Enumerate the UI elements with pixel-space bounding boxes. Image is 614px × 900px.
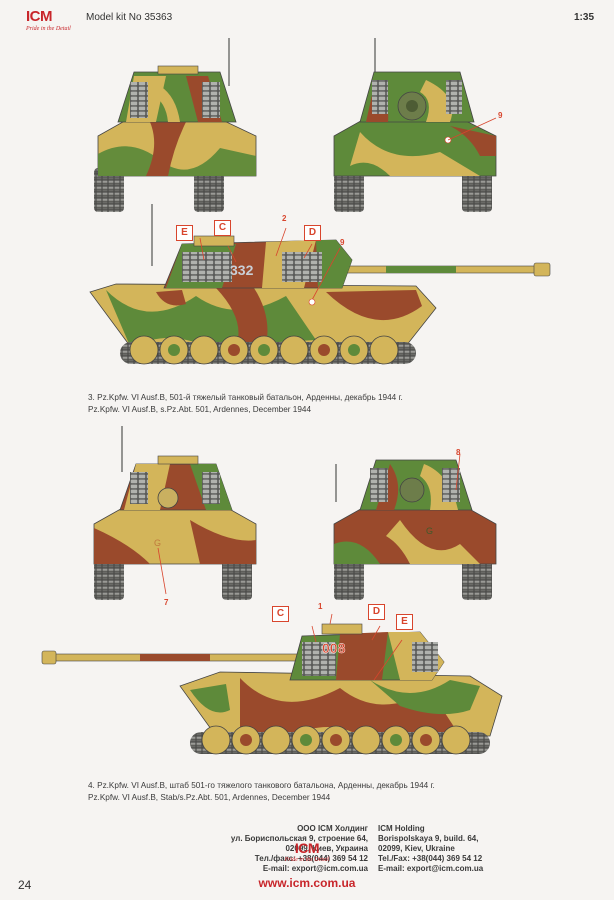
footer-en-line: 02099, Kiev, Ukraine	[378, 844, 455, 853]
kit-number: Model kit No 35363	[86, 12, 173, 23]
callout-8: 8	[456, 448, 461, 457]
website-link[interactable]: www.icm.com.ua	[258, 876, 356, 890]
scheme4-front-view: G	[93, 426, 257, 600]
scheme3-caption-en: Pz.Kpfw. VI Ausf.B, s.Pz.Abt. 501, Arden…	[88, 405, 312, 414]
footer-ru-line: Тел./факс: +38(044) 369 54 12	[254, 854, 368, 863]
marking-label-c: C	[214, 220, 231, 236]
footer-en-line: Tel./Fax: +38(044) 369 54 12	[378, 854, 483, 863]
footer-en-line: ICM Holding	[378, 824, 425, 833]
scale-label: 1:35	[573, 12, 594, 23]
turret-number-332: 332	[230, 262, 254, 278]
callout-7: 7	[164, 598, 169, 607]
marking-label-c-4: C	[272, 606, 289, 622]
footer-icm-logo: ICM Pride in the Detail	[282, 840, 332, 863]
marking-label-e: E	[176, 225, 193, 241]
footer-address-ru: ООО ICM Холдинг ул. Бориспольская 9, стр…	[170, 824, 368, 874]
footer-ru-line: ООО ICM Холдинг	[297, 824, 368, 833]
callout-9-rear: 9	[498, 111, 503, 120]
footer-en-email[interactable]: E-mail: export@icm.com.ua	[378, 864, 484, 873]
page-number: 24	[18, 878, 32, 892]
callout-2: 2	[282, 214, 287, 223]
icm-logo: ICM Pride in the Detail	[26, 8, 76, 38]
footer-ru-line: ул. Бориспольская 9, строение 64,	[230, 834, 368, 843]
marking-label-d: D	[304, 225, 321, 241]
marking-g-rear: G	[426, 526, 433, 536]
marking-g-front: G	[154, 538, 161, 548]
scheme3-caption-ru: 3. Pz.Kpfw. VI Ausf.B, 501-й тяжелый тан…	[88, 393, 403, 402]
scheme3-front-view	[94, 38, 257, 212]
marking-label-d-4: D	[368, 604, 385, 620]
scheme4-caption-ru: 4. Pz.Kpfw. VI Ausf.B, штаб 501-го тяжел…	[88, 781, 435, 790]
callout-9-side: 9	[340, 238, 345, 247]
footer-logo-tagline: Pride in the Detail	[284, 857, 330, 863]
footer-logo-text: ICM	[294, 840, 320, 856]
logo-tagline: Pride in the Detail	[26, 26, 71, 32]
marking-label-e-4: E	[396, 614, 413, 630]
footer-ru-line: 02099, Киев, Украина	[285, 844, 368, 853]
scheme4-rear-view: G	[333, 453, 497, 600]
footer-ru-email[interactable]: E-mail: export@icm.com.ua	[262, 864, 368, 873]
logo-text: ICM	[26, 8, 53, 25]
scheme3-rear-view	[333, 38, 497, 212]
scheme4-caption-en: Pz.Kpfw. VI Ausf.B, Stab/s.Pz.Abt. 501, …	[88, 793, 331, 802]
turret-number-008: 008	[322, 640, 346, 656]
scheme4-side-view	[41, 613, 503, 755]
footer-address-en: ICM Holding Borispolskaya 9, build. 64, …	[378, 824, 578, 874]
footer-en-line: Borispolskaya 9, build. 64,	[378, 834, 479, 843]
scheme3-side-view	[89, 204, 551, 365]
callout-1: 1	[318, 602, 323, 611]
